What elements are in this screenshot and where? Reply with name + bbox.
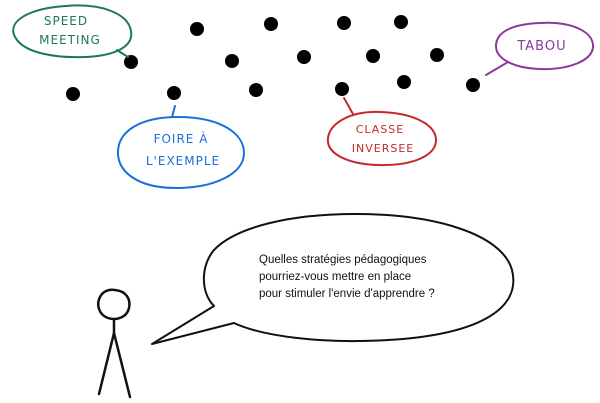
- figure-head: [97, 288, 131, 321]
- dot: [66, 87, 80, 101]
- dot: [167, 86, 181, 100]
- tabou-label: TABOU: [516, 39, 566, 54]
- dot: [249, 83, 263, 97]
- idea-dots: [66, 15, 480, 101]
- speed-meeting-bubble: [12, 4, 133, 59]
- speed-meeting-label: SPEED: [44, 14, 88, 28]
- classe-label: CLASSE: [356, 123, 405, 136]
- dot: [297, 50, 311, 64]
- dot: [466, 78, 480, 92]
- dot: [337, 16, 351, 30]
- speech-bubble: [151, 213, 515, 345]
- speed-meeting-label: MEETING: [39, 33, 101, 47]
- speech-text-line: pourriez-vous mettre en place: [259, 271, 411, 283]
- dot: [264, 17, 278, 31]
- stick-figure: [97, 288, 132, 399]
- classe-bubble: [326, 97, 437, 167]
- dot: [397, 75, 411, 89]
- dot: [394, 15, 408, 29]
- dot: [225, 54, 239, 68]
- figure-legs: [97, 331, 132, 399]
- dot: [190, 22, 204, 36]
- tabou-bubble: [485, 21, 595, 76]
- foire-label: FOIRE À: [154, 131, 209, 146]
- classe-label: INVERSEE: [352, 142, 414, 155]
- foire-bubble: [116, 105, 245, 189]
- foire-label: L'EXEMPLE: [146, 154, 220, 168]
- speech-text-line: Quelles stratégies pédagogiques: [259, 254, 427, 266]
- dot: [335, 82, 349, 96]
- dot: [366, 49, 380, 63]
- speech-text-line: pour stimuler l'envie d'apprendre ?: [259, 288, 435, 300]
- dot: [430, 48, 444, 62]
- dot: [124, 55, 138, 69]
